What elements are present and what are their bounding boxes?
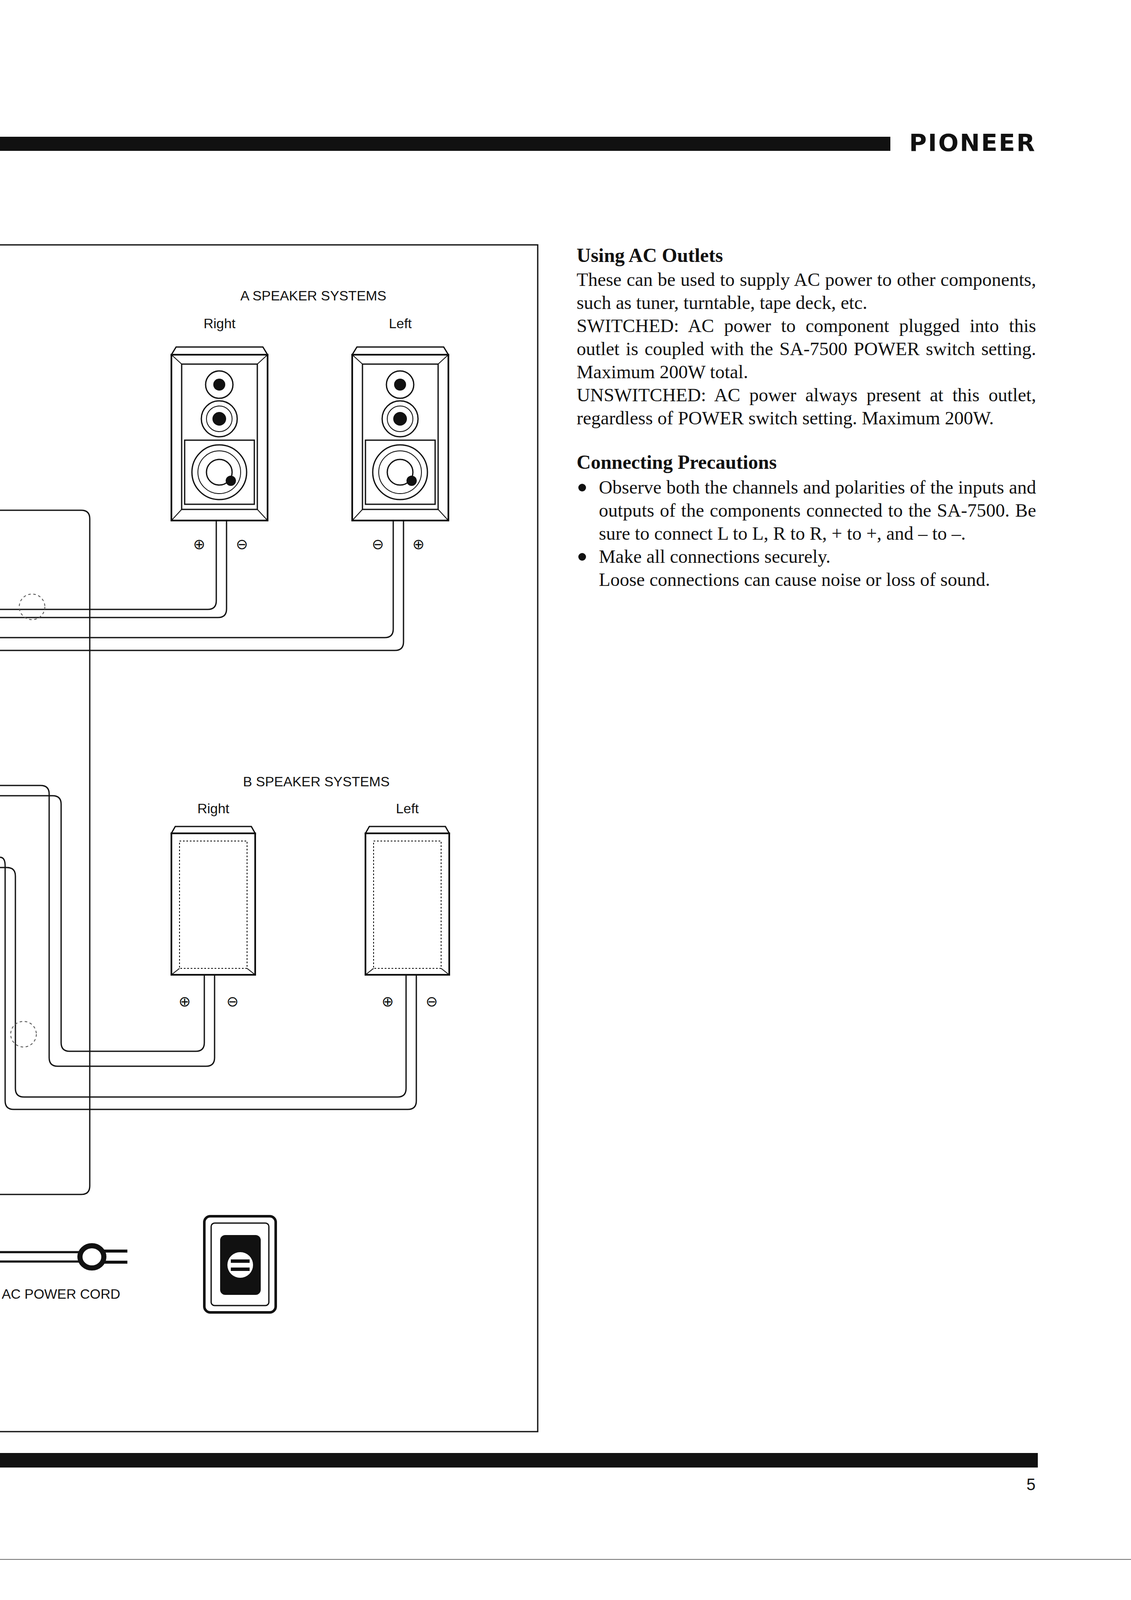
body-text: Loose connections can cause noise or los… — [576, 568, 1037, 592]
body-text: Observe both the channels and polarities… — [576, 476, 1037, 546]
polarity-sign: ⊕ — [193, 535, 206, 553]
polarity-sign: ⊖ — [371, 535, 385, 553]
polarity-sign: ⊕ — [412, 535, 425, 553]
group-heading: A SPEAKER SYSTEMS — [240, 288, 386, 304]
section-heading: Using AC Outlets — [576, 243, 1037, 268]
body-text: UNSWITCHED: AC power always present at t… — [576, 383, 1037, 431]
speaker-label: Left — [388, 315, 412, 332]
brand-logo: PIONEER — [909, 128, 1037, 157]
bullet-dot — [578, 483, 587, 492]
speaker-b-right: Right — [171, 826, 256, 975]
polarity-sign: ⊖ — [235, 535, 249, 553]
polarity-sign: ⊕ — [381, 992, 395, 1011]
group-heading: B SPEAKER SYSTEMS — [242, 774, 390, 790]
part-label: AC POWER CORD — [1, 1286, 121, 1303]
polarity-sign: ⊖ — [425, 992, 439, 1011]
page-number: 5 — [1026, 1475, 1036, 1495]
body-text: Make all connections securely. — [576, 545, 1037, 569]
body-text: SWITCHED: AC power to component plugged … — [576, 314, 1037, 384]
speaker-a-right: Right — [171, 347, 268, 521]
speaker-a-left: Left — [352, 347, 449, 521]
text-column: Using AC OutletsThese can be used to sup… — [576, 243, 1037, 592]
polarity-sign: ⊖ — [226, 992, 239, 1011]
bullet-dot — [578, 553, 587, 561]
body-text: These can be used to supply AC power to … — [576, 268, 1037, 315]
section-heading: Connecting Precautions — [576, 450, 1037, 475]
speaker-label: Left — [395, 801, 419, 817]
speaker-label: Right — [197, 801, 230, 817]
speaker-label: Right — [203, 315, 236, 332]
polarity-sign: ⊕ — [178, 992, 192, 1011]
speaker-b-left: Left — [365, 826, 450, 975]
